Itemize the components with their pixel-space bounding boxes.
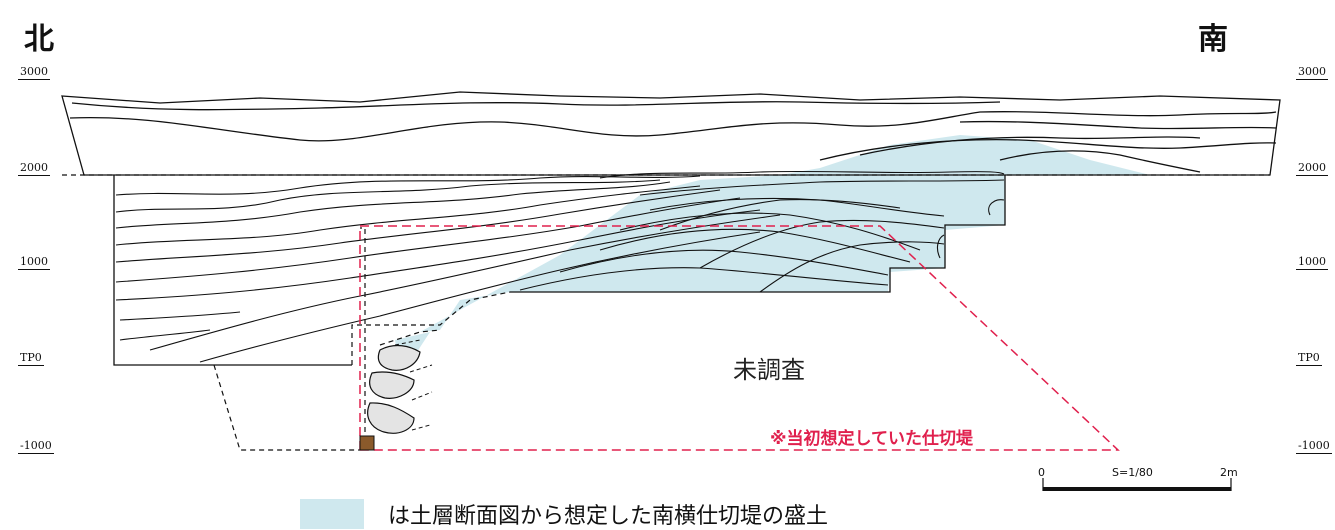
- scale-bar: [1042, 478, 1232, 491]
- scale-ratio: S=1/80: [1112, 466, 1153, 479]
- elev-right-2000: 2000: [1296, 161, 1328, 176]
- elev-right-1000: 1000: [1296, 255, 1328, 270]
- elev-right-tp0: TP0: [1296, 351, 1322, 366]
- south-label: 南: [1198, 22, 1228, 57]
- elev-left-tp0: TP0: [18, 351, 44, 366]
- assumed-partition-label: ※当初想定していた仕切堤: [770, 429, 974, 449]
- scale-max: 2m: [1220, 466, 1238, 479]
- elev-right-minus1000: -1000: [1296, 440, 1332, 454]
- elev-left-1000: 1000: [18, 255, 50, 270]
- scale-zero: 0: [1038, 466, 1045, 479]
- elev-left-2000: 2000: [18, 161, 50, 176]
- embankment-fill: [395, 135, 1150, 370]
- dashed-outlines: [62, 174, 1270, 451]
- legend-text: は土層断面図から想定した南横仕切堤の盛土: [388, 504, 829, 529]
- post-marker: [359, 435, 375, 451]
- legend-swatch: [300, 499, 364, 529]
- elev-left-minus1000: -1000: [18, 439, 54, 454]
- unsurveyed-label: 未調査: [733, 356, 805, 384]
- north-label: 北: [24, 22, 54, 57]
- elev-right-3000: 3000: [1296, 65, 1328, 80]
- assumed-partition-outline: [359, 225, 1120, 451]
- stone-blocks: [367, 344, 421, 434]
- elev-left-3000: 3000: [18, 65, 50, 80]
- lower-section: [113, 175, 1006, 366]
- layer-lines: [115, 170, 1005, 363]
- upper-band: [61, 91, 1281, 176]
- stone-dashes: [394, 339, 433, 431]
